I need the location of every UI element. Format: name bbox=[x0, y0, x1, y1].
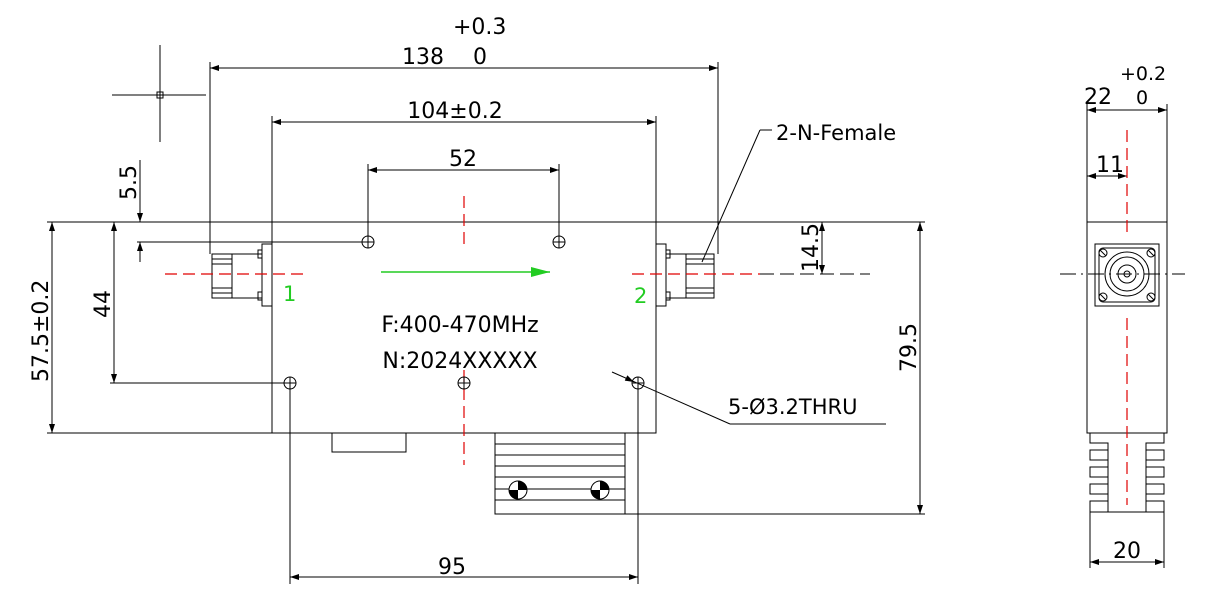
dim-side-width-value: 22 bbox=[1084, 85, 1112, 110]
connector-callout-text: 2-N-Female bbox=[776, 121, 896, 145]
mounting-hole-top-left bbox=[361, 235, 375, 249]
dim-top-offset-value: 5.5 bbox=[117, 165, 142, 200]
dim-body-height-value: 57.5±0.2 bbox=[29, 280, 54, 382]
hole-callout: 5-Ø3.2THRU bbox=[611, 371, 886, 425]
side-heatsink-fins bbox=[1089, 433, 1165, 513]
side-view: 22 +0.2 0 11 bbox=[1060, 63, 1185, 568]
dim-overall-length: 138 +0.3 0 bbox=[209, 15, 719, 254]
right-n-connector bbox=[655, 243, 715, 307]
dim-vertical-hole-spacing-value: 44 bbox=[91, 290, 116, 318]
dim-total-height-value: 79.5 bbox=[897, 323, 922, 372]
serial-number-label: N:2024XXXXX bbox=[382, 349, 537, 374]
heatsink-screw-2 bbox=[590, 480, 610, 500]
dim-overall-tol-lower: 0 bbox=[473, 45, 487, 70]
dim-side-width: 22 +0.2 0 bbox=[1084, 63, 1168, 222]
dim-side-connector-offset-value: 11 bbox=[1096, 153, 1124, 178]
heatsink-block bbox=[494, 432, 925, 515]
dim-connector-offset: 14.5 bbox=[799, 222, 825, 274]
dim-side-width-tol-upper: +0.2 bbox=[1120, 63, 1166, 85]
dim-vertical-hole-spacing: 44 bbox=[91, 222, 284, 384]
dim-top-hole-spacing: 52 bbox=[367, 147, 560, 236]
front-view: 1 2 F:400-470MHz N:2024XXXXX 138 +0.3 0 … bbox=[29, 15, 925, 584]
dim-side-connector-offset: 11 bbox=[1087, 153, 1127, 179]
dim-connector-offset-value: 14.5 bbox=[799, 223, 824, 272]
dim-overall-length-value: 138 bbox=[402, 45, 444, 70]
left-n-connector bbox=[211, 243, 273, 307]
dim-body-length-value: 104±0.2 bbox=[407, 99, 502, 124]
dim-body-length: 104±0.2 bbox=[271, 99, 657, 222]
dim-bottom-hole-spacing: 95 bbox=[289, 389, 639, 584]
bottom-tab bbox=[331, 432, 407, 453]
dim-side-heatsink-width: 20 bbox=[1089, 512, 1165, 568]
heatsink-screw-1 bbox=[508, 480, 528, 500]
dim-top-hole-spacing-value: 52 bbox=[449, 147, 477, 172]
port-1-label: 1 bbox=[283, 282, 296, 306]
mounting-hole-top-right bbox=[552, 235, 566, 249]
hole-callout-text: 5-Ø3.2THRU bbox=[728, 395, 857, 419]
dim-bottom-hole-spacing-value: 95 bbox=[438, 555, 466, 580]
port-2-label: 2 bbox=[634, 284, 647, 308]
dim-overall-tol-upper: +0.3 bbox=[453, 15, 506, 40]
frequency-label: F:400-470MHz bbox=[381, 313, 538, 338]
dim-side-width-tol-lower: 0 bbox=[1136, 87, 1148, 109]
mounting-hole-bottom-center bbox=[457, 376, 471, 390]
connector-callout: 2-N-Female bbox=[701, 121, 896, 263]
dim-top-offset: 5.5 bbox=[117, 160, 362, 262]
dim-side-heatsink-width-value: 20 bbox=[1113, 539, 1141, 564]
dim-body-height: 57.5±0.2 bbox=[29, 222, 55, 433]
side-connector-face bbox=[1094, 243, 1160, 307]
datum-crosshair bbox=[112, 45, 206, 142]
mounting-hole-bottom-left bbox=[283, 376, 297, 390]
dim-total-height: 79.5 bbox=[897, 222, 923, 514]
